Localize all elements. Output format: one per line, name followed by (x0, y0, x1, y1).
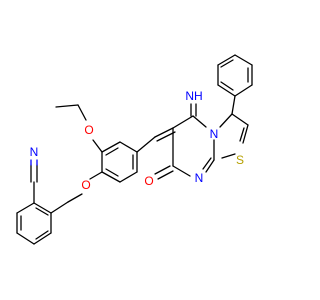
atom-labels: N NH N S N O O O (30, 89, 244, 192)
imine-label: NH (185, 89, 202, 103)
ring-nitrogen-label: N (210, 127, 219, 141)
carbonyl-oxygen-label: O (144, 174, 153, 188)
pyrimidine-nitrogen-label: N (195, 171, 204, 185)
bonds (16, 54, 253, 245)
ether-oxygen-label: O (81, 178, 90, 192)
thiazole-sulfur-label: S (236, 153, 244, 167)
ethoxy-oxygen-label: O (84, 123, 93, 137)
nitrile-nitrogen-label: N (30, 145, 39, 159)
molecule-structure: N NH N S N O O O (16, 54, 253, 245)
